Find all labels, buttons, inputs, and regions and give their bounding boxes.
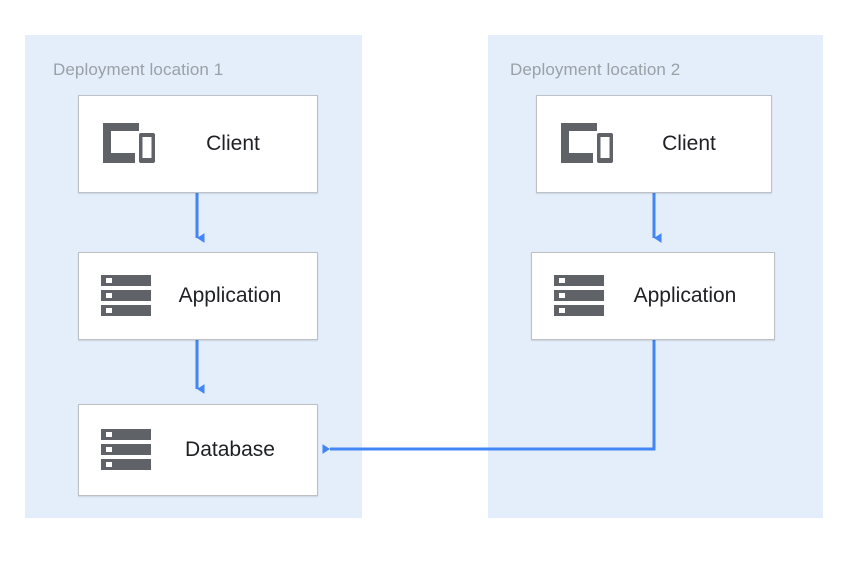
node-database-1[interactable]: Database [78,404,318,496]
devices-icon [103,123,155,163]
node-label-client-2: Client [662,132,716,155]
server-icon [554,275,604,316]
server-icon [101,429,151,470]
zone-label-deployment-location-2: Deployment location 2 [510,60,681,79]
node-label-application-2: Application [633,284,737,307]
devices-icon [561,123,613,163]
node-client-1[interactable]: Client [78,95,318,193]
node-label-database-1: Database [185,438,275,461]
node-application-1[interactable]: Application [78,252,318,340]
node-label-client-1: Client [206,132,260,155]
zone-label-deployment-location-1: Deployment location 1 [53,60,224,79]
node-label-application-1: Application [178,284,282,307]
node-application-2[interactable]: Application [531,252,775,340]
node-client-2[interactable]: Client [536,95,772,193]
server-icon [101,275,151,316]
